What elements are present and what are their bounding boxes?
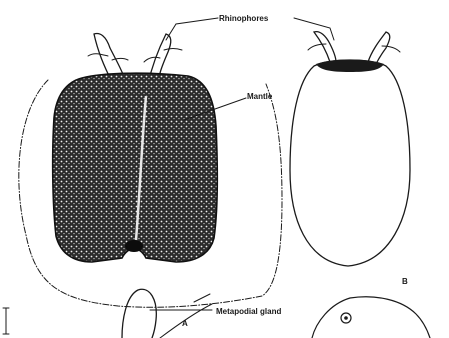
specimen-c-outline [312, 297, 430, 338]
metapodial-gland [122, 289, 156, 338]
specimen-b-body [290, 60, 410, 266]
metapodial-leader-tick [194, 294, 210, 302]
label-panel-a: A [182, 319, 188, 328]
rhinophore-b-right [368, 32, 400, 64]
rhinophores-leader-right [294, 18, 334, 40]
rhinophores-leader-left [166, 18, 218, 40]
mantle [53, 73, 218, 262]
label-metapodial-gland: Metapodial gland [216, 307, 281, 316]
label-mantle: Mantle [247, 92, 273, 101]
specimen-c-eye-inner [344, 316, 348, 320]
specimen-a [19, 34, 282, 338]
gill-pocket [125, 240, 143, 252]
specimen-b [290, 32, 430, 338]
label-rhinophores: Rhinophores [219, 14, 269, 23]
rhinophore-b-left [308, 32, 336, 62]
scan-edge-mark [3, 308, 9, 334]
label-panel-b: B [402, 277, 408, 286]
specimen-b-head [316, 60, 384, 73]
